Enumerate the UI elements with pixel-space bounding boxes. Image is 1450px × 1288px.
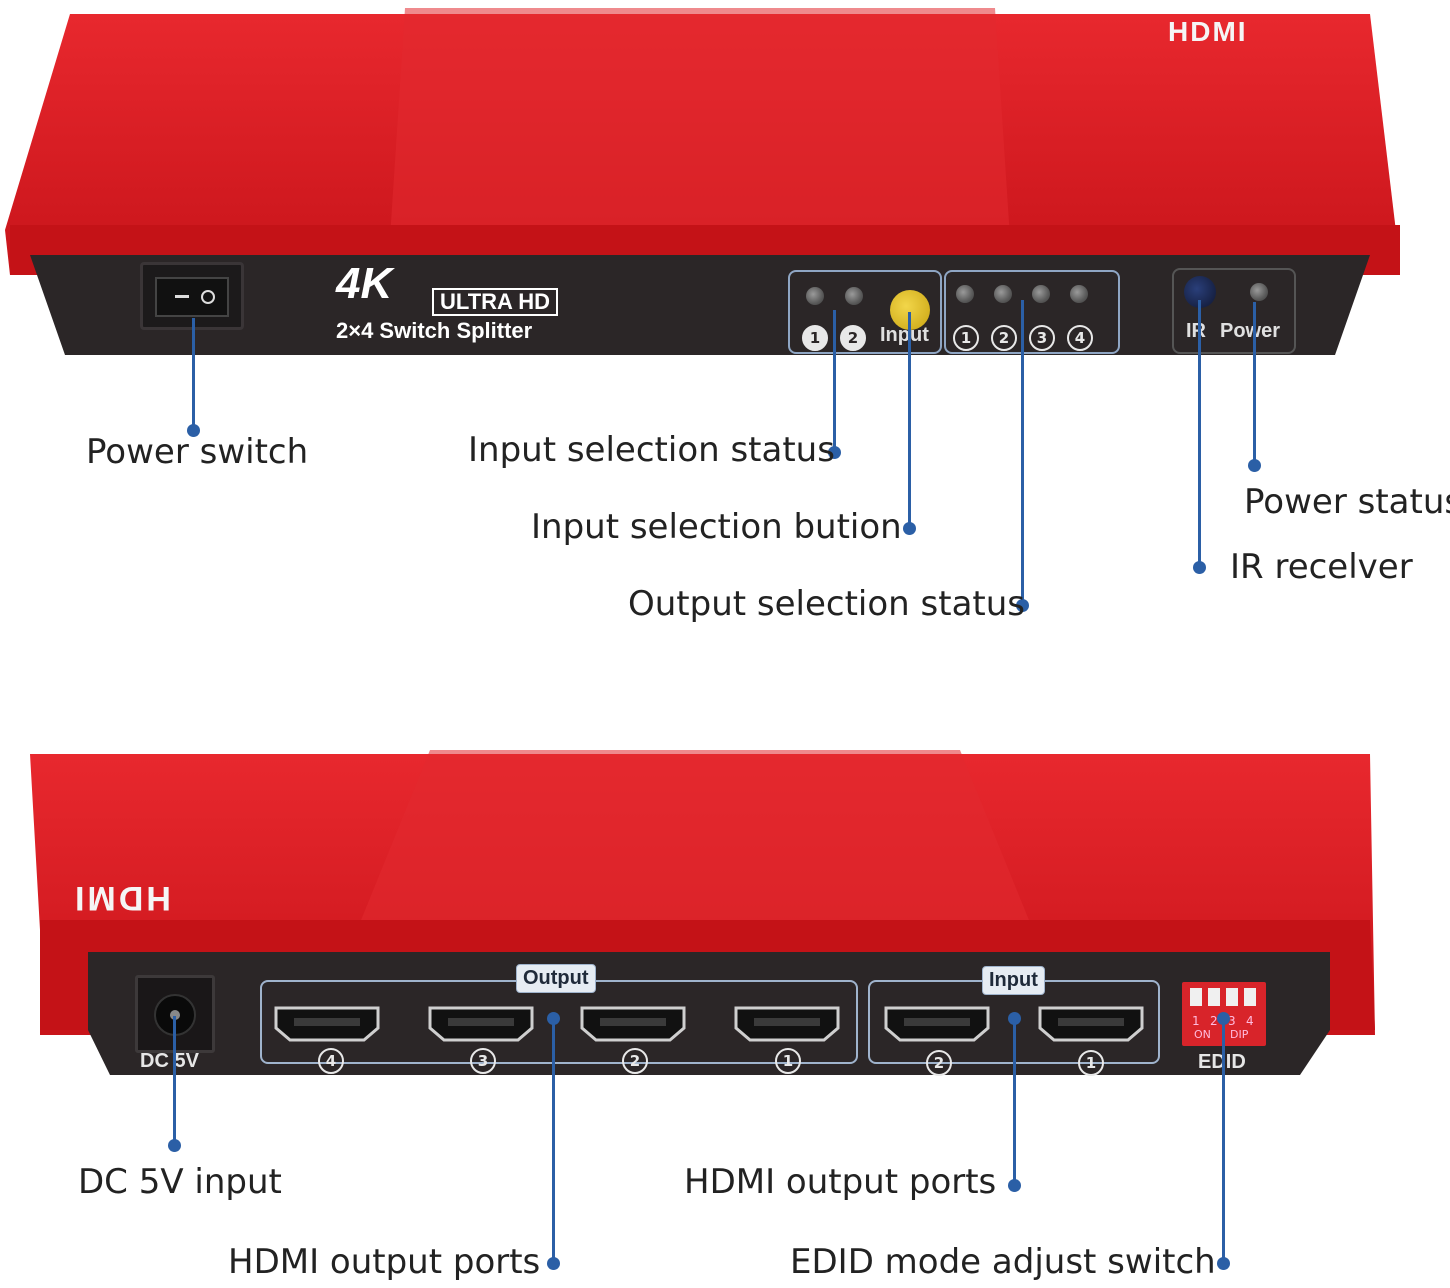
power-status-dot [1248,459,1261,472]
hdmi-output-port-4[interactable] [272,1004,382,1044]
input-led-label-2: 2 [840,325,866,351]
hdmi-input-port-2[interactable] [882,1004,992,1044]
hdmi-input-ports-line [1013,1018,1016,1184]
power-switch-dot [187,424,200,437]
edid-switch-dot [1217,1257,1230,1270]
ir-receiver-callout: IR recelver [1230,547,1413,587]
output-led-label-1: 1 [953,325,979,351]
ir-receiver-dot [1193,561,1206,574]
output-led-1 [956,285,974,303]
hdmi-input-ports-top-dot [1008,1012,1021,1025]
output-status-callout: Output selection status [628,584,1026,624]
dc-input-line [173,1016,176,1144]
input-status-line [833,310,836,450]
edid-switch-line [1222,1018,1225,1262]
dip-number-4: 4 [1246,1014,1254,1028]
ir-receiver-line [1198,300,1201,566]
dc-input-dot [168,1139,181,1152]
model-ultra-hd: ULTRA HD [432,288,558,316]
output-led-2 [994,285,1012,303]
dip-number-2: 2 [1210,1014,1218,1028]
hdmi-input-port-1[interactable] [1036,1004,1146,1044]
output-status-dot [1016,599,1029,612]
ir-power-group [1172,268,1296,354]
output-port-label-4: 4 [318,1048,344,1074]
dip-number-1: 1 [1192,1014,1200,1028]
input-button-label: Input [880,324,929,346]
input-group-label: Input [982,966,1045,995]
hdmi-output-ports-line [552,1018,555,1262]
output-status-group [944,270,1120,354]
input-button-dot [903,522,916,535]
hdmi-output-port-1[interactable] [732,1004,842,1044]
output-led-3 [1032,285,1050,303]
power-switch-line [192,318,195,430]
rocker-inner [155,277,229,317]
hdmi-output-port-2[interactable] [578,1004,688,1044]
hdmi-output-ports-callout-left: HDMI output ports [228,1242,541,1282]
dip-dip-label: DIP [1230,1028,1249,1041]
power-led [1250,283,1268,301]
input-status-group [788,270,942,354]
input-port-label-1: 1 [1078,1050,1104,1076]
top-device: HDMI 4K ULTRA HD 2×4 Switch Splitter 1 2… [0,0,1450,380]
output-led-label-4: 4 [1067,325,1093,351]
power-status-callout: Power status [1244,482,1450,522]
model-4k: 4K [336,259,393,308]
power-label: Power [1220,320,1281,342]
input-button-callout: Input selection bution [531,507,902,547]
top-hdmi-logo: HDMI [1168,16,1248,47]
hdmi-output-ports-dot [547,1257,560,1270]
input-led-1 [806,287,824,305]
input-button-line [908,312,911,528]
output-port-label-1: 1 [775,1048,801,1074]
power-status-line [1253,302,1256,464]
output-group-label: Output [516,964,596,993]
dc-jack-pin [170,1010,180,1020]
input-led-2 [845,287,863,305]
input-status-dot [828,446,841,459]
output-status-line [1021,300,1024,604]
dc-label: DC 5V [140,1050,199,1072]
rocker-circle-icon [201,290,215,304]
dip-toggle-4[interactable] [1244,988,1256,1006]
input-status-callout: Input selection status [468,430,835,470]
power-switch-callout: Power switch [86,432,309,472]
hdmi-output-port-3[interactable] [426,1004,536,1044]
edid-switch-callout: EDID mode adjust switch [790,1242,1216,1282]
dip-toggle-2[interactable] [1208,988,1220,1006]
output-port-label-2: 2 [622,1048,648,1074]
output-led-label-2: 2 [991,325,1017,351]
hdmi-output-ports-top-dot [547,1012,560,1025]
output-led-label-3: 3 [1029,325,1055,351]
dip-on-label: ON [1194,1028,1211,1041]
input-port-label-2: 2 [926,1050,952,1076]
rocker-line-icon [175,295,189,298]
dip-toggle-1[interactable] [1190,988,1202,1006]
input-led-label-1: 1 [802,325,828,351]
output-led-4 [1070,285,1088,303]
edid-switch-top-dot [1217,1012,1230,1025]
hdmi-output-ports-callout-right: HDMI output ports [684,1162,997,1202]
dip-toggle-3[interactable] [1226,988,1238,1006]
top-device-body [5,8,1400,355]
dip-number-3: 3 [1228,1014,1236,1028]
dc-input-callout: DC 5V input [78,1162,282,1202]
bottom-device: HDMI DC 5V Output 4 3 2 1 Input 2 1 [0,730,1450,1110]
bottom-hdmi-logo: HDMI [72,879,171,917]
output-port-label-3: 3 [470,1048,496,1074]
edid-label: EDID [1198,1051,1246,1074]
hdmi-input-ports-dot [1008,1179,1021,1192]
ir-label: IR [1186,320,1206,342]
model-subtitle: 2×4 Switch Splitter [336,318,533,343]
